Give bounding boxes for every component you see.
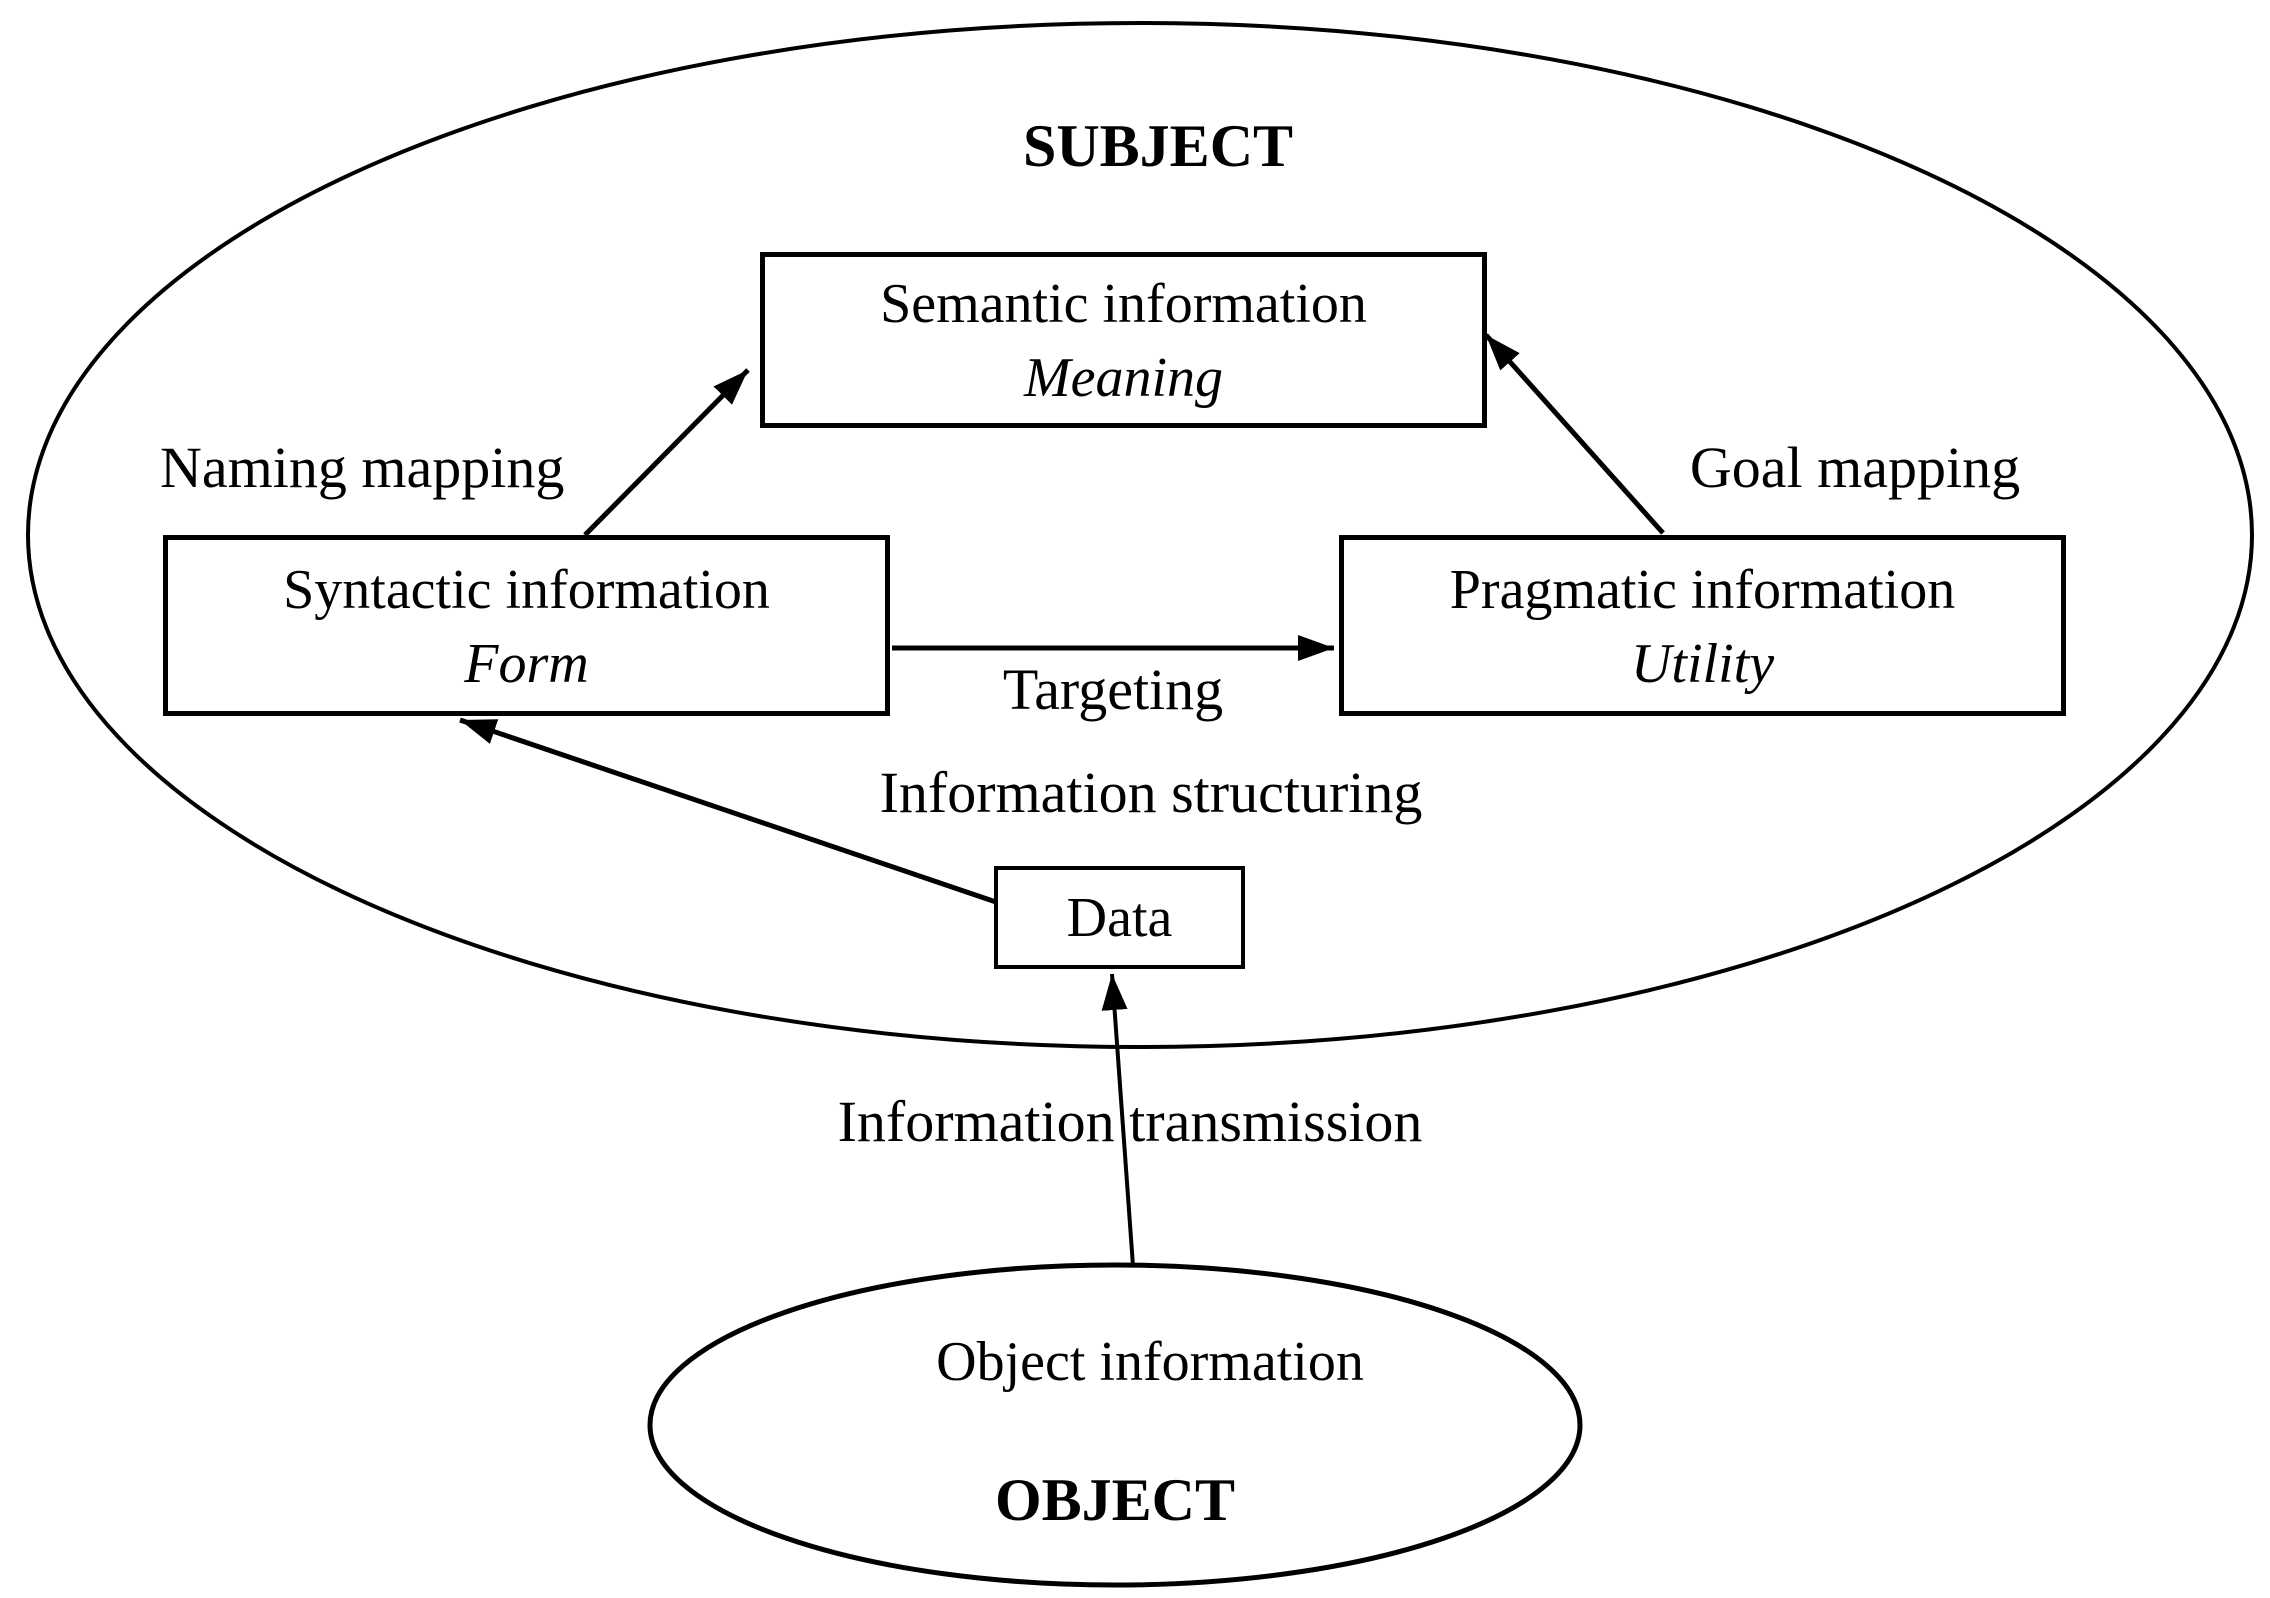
naming-mapping-label: Naming mapping	[160, 435, 565, 500]
goal-mapping-arrow	[1484, 333, 1665, 535]
pragmatic-box: Pragmatic information Utility	[1339, 535, 2066, 716]
information-structuring-arrow	[459, 717, 997, 905]
information-transmission-label: Information transmission	[837, 1089, 1423, 1154]
object-title: OBJECT	[994, 1467, 1236, 1533]
object-info-label: Object information	[936, 1331, 1364, 1393]
goal-mapping-label: Goal mapping	[1689, 435, 2021, 500]
object-ellipse	[647, 1262, 1583, 1588]
subject-title: SUBJECT	[1022, 113, 1294, 179]
pragmatic-subtitle: Utility	[1630, 632, 1775, 695]
information-transmission-arrow	[1101, 973, 1135, 1267]
data-box: Data	[994, 866, 1245, 969]
subject-ellipse	[26, 21, 2254, 1049]
data-title: Data	[1066, 886, 1173, 949]
semantic-subtitle: Meaning	[1023, 347, 1224, 409]
naming-mapping-arrow	[583, 368, 750, 537]
syntactic-subtitle: Form	[464, 632, 589, 695]
information-structuring-label: Information structuring	[879, 760, 1423, 825]
semantic-box: Semantic information Meaning	[760, 252, 1487, 428]
targeting-label: Targeting	[1002, 657, 1224, 722]
semantic-title: Semantic information	[880, 273, 1367, 335]
pragmatic-title: Pragmatic information	[1449, 558, 1956, 621]
syntactic-box: Syntactic information Form	[163, 535, 890, 716]
syntactic-title: Syntactic information	[283, 558, 770, 621]
